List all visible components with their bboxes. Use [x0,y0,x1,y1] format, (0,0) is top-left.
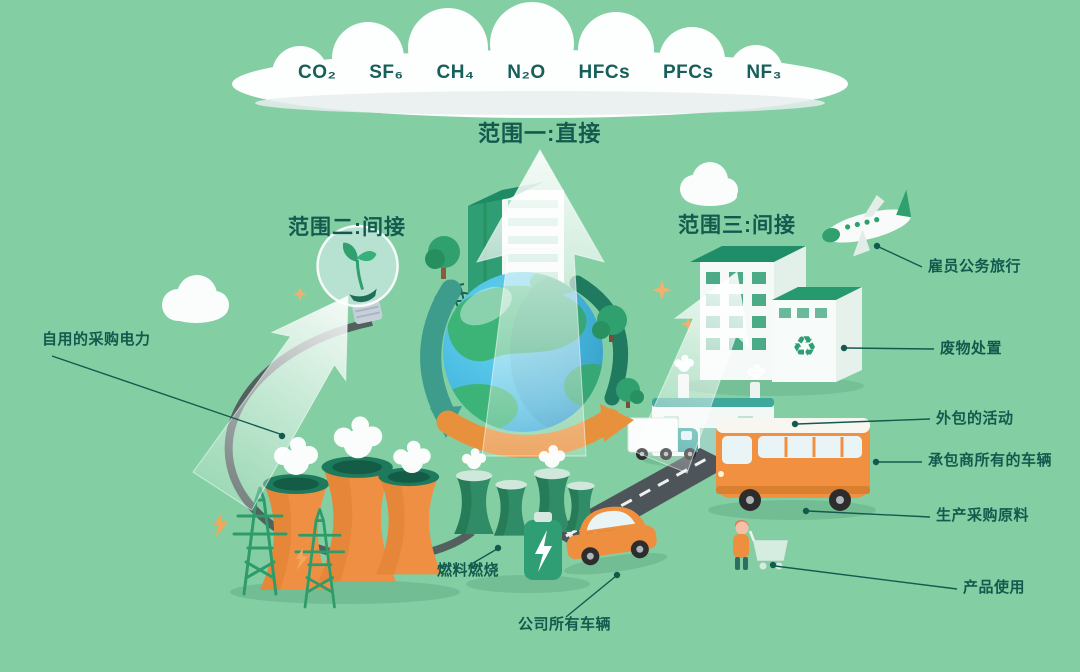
globe-trees-icon [592,305,644,408]
bus-icon [708,418,876,520]
callout-lines [51,242,958,618]
ghg-gas-list: CO₂ SF₆ CH₄ N₂O HFCs PFCs NF₃ [298,58,782,88]
airplane-icon [822,189,912,257]
gas-co2: CO₂ [298,62,337,83]
callout-waste-disposal: 废物处置 [940,340,1003,357]
callout-purchased-electricity: 自用的采购电力 [42,331,151,348]
gas-n2o: N₂O [507,62,546,83]
gas-hfcs: HFCs [578,62,631,83]
scope1-arrow-icon [475,148,606,457]
gas-nf3: NF₃ [746,62,782,83]
sparkle-icon [293,287,307,301]
fuel-combustion-icon [454,445,596,593]
callout-outsourced-activities: 外包的活动 [936,410,1014,427]
scope1-title: 范围一:直接 [478,121,602,146]
callout-company-vehicles: 公司所有车辆 [518,616,612,633]
small-cloud-left-icon [162,275,229,323]
scope2-title: 范围二:间接 [288,216,406,239]
gas-sf6: SF₆ [369,62,404,83]
shopper-cart-icon [733,519,788,570]
callout-fuel-combustion: 燃料燃烧 [437,562,500,579]
callout-business-travel: 雇员公务旅行 [928,258,1022,275]
gas-pfcs: PFCs [662,62,714,83]
callout-product-use: 产品使用 [963,579,1026,596]
sparkle-icon [652,280,672,300]
car-icon [564,506,668,575]
tree-icon [425,236,460,279]
gas-ch4: CH₄ [436,62,475,83]
ghg-cloud-icon [232,2,848,118]
scope3-title: 范围三:间接 [678,214,796,237]
callout-contractor-vehicles: 承包商所有的车辆 [928,452,1053,469]
callout-purchased-materials: 生产采购原料 [936,507,1030,524]
power-plant-icon [230,416,460,604]
scope-arrows [192,148,751,511]
scope3-arrow-icon [633,271,751,474]
scope2-arrow-icon [192,295,349,511]
small-cloud-right-icon [680,162,738,206]
lightbulb-plant-icon [316,224,399,324]
recycle-icon: ♻ [792,331,817,362]
